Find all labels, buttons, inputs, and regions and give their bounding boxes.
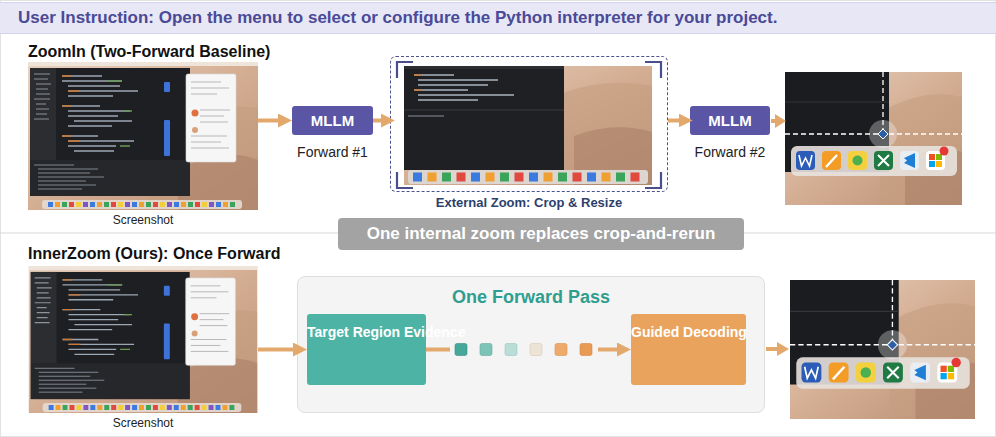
- banner-text: One internal zoom replaces crop-and-reru…: [367, 224, 716, 244]
- token-square: [580, 344, 592, 356]
- token-square: [505, 344, 517, 356]
- process-label: Guided Decoding: [631, 324, 746, 341]
- token-square: [455, 344, 467, 356]
- flow-arrow: [258, 119, 279, 123]
- screenshot-image: [28, 62, 258, 210]
- crop-frame: External Zoom: Crop & Resize: [390, 56, 668, 192]
- output-arrowhead: [777, 342, 789, 356]
- token-square: [530, 344, 542, 356]
- screenshot-image: [29, 266, 257, 413]
- model-label: MLLM: [311, 112, 354, 129]
- instruction-text: User Instruction: Open the menu to selec…: [18, 3, 777, 33]
- process-box: Guided Decoding: [631, 314, 746, 385]
- zoomed-result-image: [790, 280, 975, 419]
- section-heading: ZoomIn (Two-Forward Baseline): [28, 43, 270, 61]
- crop-caption: External Zoom: Crop & Resize: [361, 195, 697, 210]
- token-square: [480, 344, 492, 356]
- flow-arrow: [668, 119, 680, 123]
- step-caption: Forward #1: [262, 144, 403, 160]
- zoomed-result-image: [785, 72, 962, 205]
- process-label: Target Region Evidence: [307, 324, 426, 341]
- flow-arrow: [373, 119, 382, 123]
- output-arrowhead: [775, 114, 786, 128]
- flow-arrow: [426, 348, 618, 352]
- section-heading: InnerZoom (Ours): Once Forward: [28, 245, 280, 263]
- model-box: MLLMForward #2: [690, 106, 770, 135]
- image-caption: Screenshot: [8, 213, 278, 227]
- model-box: MLLMForward #1: [292, 106, 373, 135]
- token-square: [555, 344, 567, 356]
- flow-arrow: [258, 348, 294, 352]
- model-label: MLLM: [708, 112, 751, 129]
- process-box: Target Region Evidence: [307, 314, 426, 385]
- screenshot-frame: Screenshot: [28, 266, 258, 413]
- step-caption: Forward #2: [660, 144, 800, 160]
- instruction-band: User Instruction: Open the menu to selec…: [0, 2, 996, 34]
- image-caption: Screenshot: [8, 416, 278, 430]
- screenshot-frame: Screenshot: [28, 62, 258, 210]
- banner-box: One internal zoom replaces crop-and-reru…: [338, 218, 744, 250]
- crop-bracket: [397, 62, 661, 188]
- forward-pass-panel: One Forward PassTarget Region Evidence Gu…: [297, 276, 765, 413]
- cropped-image: [404, 66, 652, 185]
- chain-backdrop: [450, 344, 598, 355]
- panel-heading: One Forward Pass: [298, 287, 764, 308]
